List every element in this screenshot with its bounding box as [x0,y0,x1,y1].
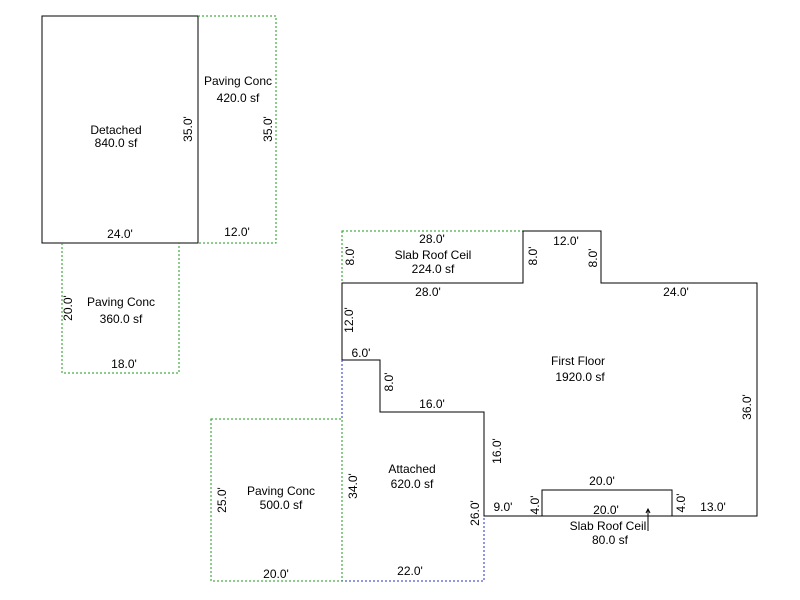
first-floor-area: 1920.0 sf [555,370,605,384]
dim-pav-20: 20.0' [263,567,289,581]
dim-slab-top-right: 8.0' [526,247,540,266]
attached-name: Attached [388,462,435,476]
dim-ff-top-24: 24.0' [663,285,689,299]
paving-top-outline [198,15,277,244]
slab-top-area: 224.0 sf [412,262,455,276]
first-floor-outline [341,230,758,517]
dim-ff-top-12: 12.0' [553,234,579,248]
dim-att-26: 26.0' [468,500,482,526]
dim-slab-top-bottom: 28.0' [415,285,441,299]
attached-outline [341,360,485,582]
dim-detached-bottom: 24.0' [107,227,133,241]
dim-ff-right-36: 36.0' [740,394,754,420]
dim-ff-20-top: 20.0' [589,474,615,488]
dim-paving-top-right: 35.0' [261,116,275,142]
paving-left-outline [61,243,180,374]
paving-top-area: 420.0 sf [217,91,260,105]
dim-detached-right: 35.0' [181,116,195,142]
dim-ff-step-8b: 8.0' [382,373,396,392]
detached-name: Detached [90,123,141,137]
dim-att-34: 34.0' [346,473,360,499]
dim-ff-13: 13.0' [700,500,726,514]
paving-top-name: Paving Conc [204,74,272,88]
dim-ff-4-right: 4.0' [674,494,688,513]
dim-paving-left-bottom: 18.0' [111,357,137,371]
dim-ff-9: 9.0' [494,500,513,514]
detached-area: 840.0 sf [95,136,138,150]
dim-paving-left-side: 20.0' [61,295,75,321]
dim-ff-16-horiz: 16.0' [419,397,445,411]
slab-bottom-name: Slab Roof Ceil [570,519,647,533]
slab-top-name: Slab Roof Ceil [395,248,472,262]
attached-area: 620.0 sf [391,477,434,491]
dim-ff-4-left: 4.0' [528,496,542,515]
dim-ff-20-bottom: 20.0' [593,503,619,517]
paving-bottom-outline [210,418,343,582]
slab-bottom-area: 80.0 sf [592,533,629,547]
dim-slab-top-left: 8.0' [343,247,357,266]
paving-left-area: 360.0 sf [100,312,143,326]
dim-ff-step-6: 6.0' [352,346,371,360]
dim-pav-25: 25.0' [215,487,229,513]
paving-bottom-area: 500.0 sf [260,498,303,512]
paving-left-name: Paving Conc [87,295,155,309]
dim-ff-16-vert: 16.0' [490,438,504,464]
direction-arrow-icon [645,507,651,531]
detached-outline [41,15,199,244]
dim-paving-top-bottom: 12.0' [224,225,250,239]
dim-ff-left-12: 12.0' [342,307,356,333]
dim-slab-top-top: 28.0' [419,232,445,246]
dim-ff-step-8: 8.0' [586,249,600,268]
dim-att-22: 22.0' [397,564,423,578]
first-floor-name: First Floor [551,354,605,368]
paving-bottom-name: Paving Conc [247,484,315,498]
